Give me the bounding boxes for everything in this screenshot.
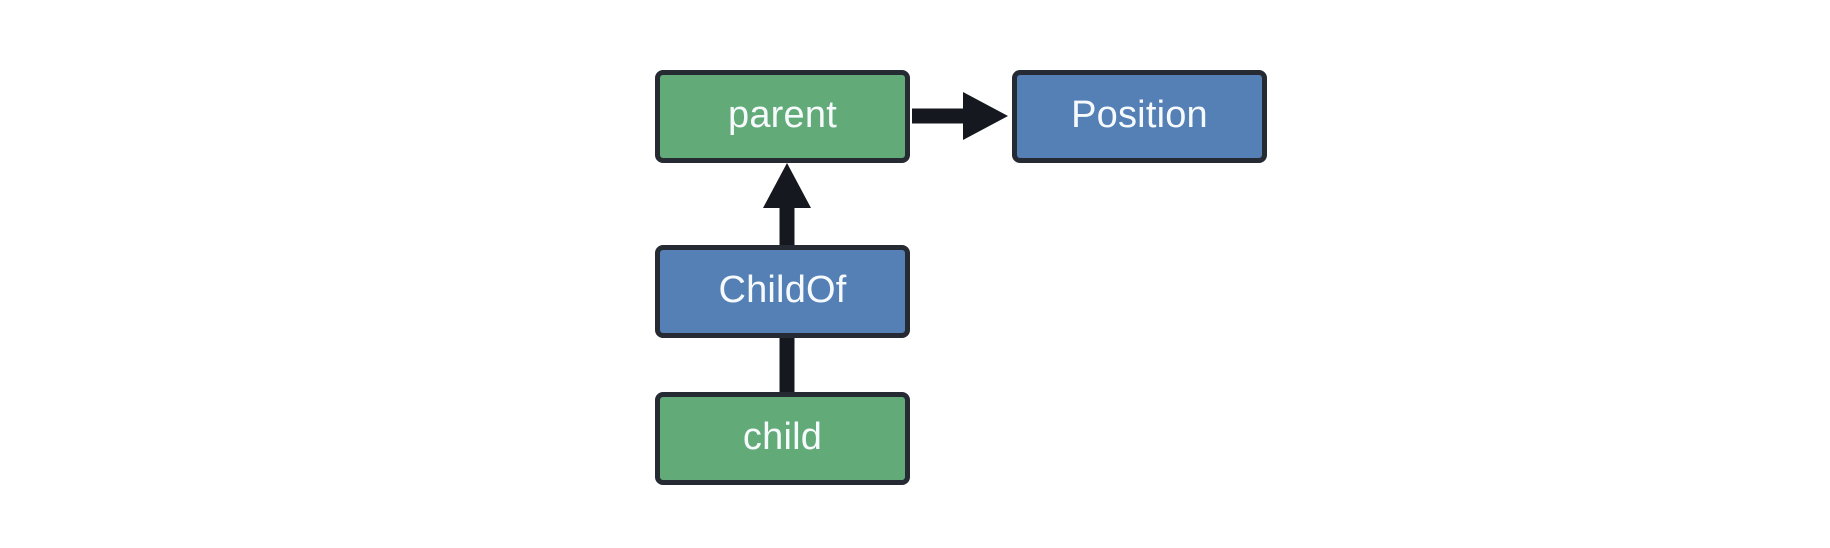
node-child-label: child — [742, 416, 823, 458]
node-childof[interactable]: ChildOf — [655, 245, 910, 338]
edge-childof-to-parent — [763, 163, 811, 246]
edge-parent-to-position — [912, 92, 1008, 140]
node-childof-label: ChildOf — [718, 269, 847, 311]
node-parent[interactable]: parent — [655, 70, 910, 163]
node-child[interactable]: child — [655, 392, 910, 485]
node-position[interactable]: Position — [1012, 70, 1267, 163]
node-position-label: Position — [1071, 94, 1208, 136]
node-parent-label: parent — [728, 94, 837, 136]
